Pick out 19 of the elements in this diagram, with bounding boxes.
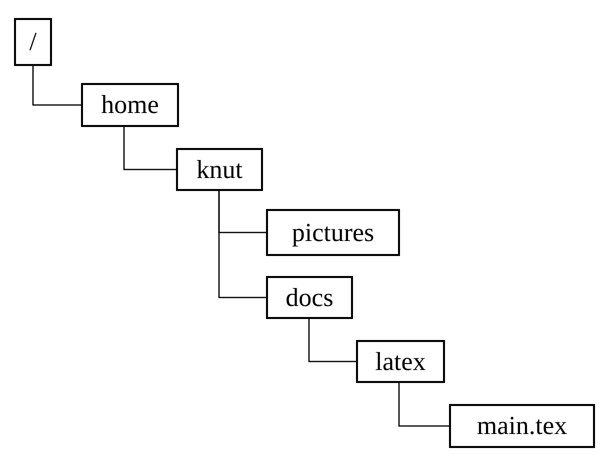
folder-name: pictures xyxy=(292,218,374,248)
folder-name: docs xyxy=(286,282,334,312)
connector-line xyxy=(398,383,449,427)
folder-name: home xyxy=(101,90,159,120)
folder-box xyxy=(356,340,445,383)
folder-box xyxy=(176,148,263,191)
connector-line xyxy=(308,319,356,362)
connector-line xyxy=(123,127,176,170)
folder-name: knut xyxy=(196,154,243,184)
folder-box xyxy=(266,276,353,319)
folder-name: / xyxy=(29,27,37,57)
folder-box xyxy=(266,209,400,256)
folder-box xyxy=(449,404,595,448)
folder-box xyxy=(14,18,52,66)
connector-line xyxy=(32,66,81,106)
folder-name: main.tex xyxy=(476,411,568,441)
connector-line xyxy=(218,191,266,298)
folder-box xyxy=(81,83,179,127)
folder-name: latex xyxy=(375,346,426,376)
